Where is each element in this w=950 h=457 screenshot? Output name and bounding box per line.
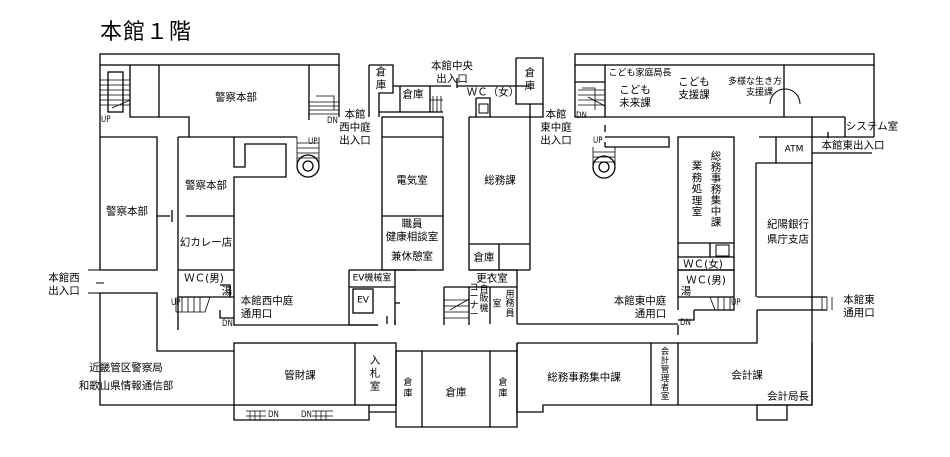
room-janitor: 用 務 員 bbox=[505, 289, 515, 319]
stair-dn-marker: DN bbox=[576, 111, 587, 121]
entrance-west-courtyard-service[interactable]: 本館西中庭 通用口 bbox=[240, 294, 294, 320]
room-wc-men-west: ＷＣ(男) bbox=[184, 272, 224, 285]
room-children-director: こども家庭局長 bbox=[608, 68, 672, 79]
entrance-central[interactable]: 本館中央 出入口 bbox=[431, 59, 473, 85]
entrance-east-service[interactable]: 本館東 通用口 bbox=[843, 293, 875, 319]
room-kinki: 近畿管区警察局和歌山県情報通信部 bbox=[79, 360, 174, 396]
room-storage-c3: 倉 庫 bbox=[524, 66, 536, 92]
room-curry-shop: 幻カレー店 bbox=[179, 236, 233, 249]
room-wc-women-center: ＷＣ（女） bbox=[466, 86, 520, 99]
room-hot-water-east: 湯 bbox=[680, 285, 692, 298]
stair-up-marker: UP bbox=[593, 136, 603, 146]
room-storage-c4: 倉庫 bbox=[473, 251, 495, 264]
room-storage-b1: 倉 庫 bbox=[403, 377, 413, 399]
entrance-east-courtyard[interactable]: 本館 東中庭 出入口 bbox=[540, 108, 572, 147]
page-title: 本館１階 bbox=[100, 20, 193, 45]
room-electric: 電気室 bbox=[396, 174, 428, 187]
vending-machines: 自 販 機 bbox=[479, 284, 489, 314]
room-police-hq-left: 警察本部 bbox=[106, 205, 148, 218]
stair-up-marker: UP bbox=[171, 298, 181, 308]
room-storage-b3: 倉 庫 bbox=[498, 377, 508, 399]
room-storage-c1: 倉 庫 bbox=[375, 65, 387, 91]
room-police-hq-top: 警察本部 bbox=[215, 91, 257, 104]
room-gen-admin-center-vertical: 総 務 事 務 集 中 課 bbox=[710, 150, 722, 229]
room-hot-water-west: 湯 bbox=[221, 285, 233, 298]
center-wing bbox=[348, 57, 678, 326]
room-business-processing: 業 務 処 理 室 bbox=[691, 160, 703, 219]
room-diverse-life: 多様な生き方 支援課 bbox=[727, 76, 783, 98]
room-storage-c2: 倉庫 bbox=[402, 88, 424, 101]
room-general-affairs: 総務課 bbox=[484, 174, 516, 187]
entrance-west-courtyard[interactable]: 本館 西中庭 出入口 bbox=[339, 108, 371, 147]
room-health: 職員 健康相談室 bbox=[385, 217, 439, 243]
stair-dn-marker: DN bbox=[680, 318, 691, 328]
stair-up-marker: UP bbox=[731, 298, 741, 308]
stair-up-marker: UP bbox=[101, 115, 111, 125]
atm: ATM bbox=[784, 144, 804, 155]
room-property: 管財課 bbox=[284, 369, 316, 382]
entrance-east[interactable]: 本館東出入口 bbox=[821, 139, 885, 152]
room-storage-b2: 倉庫 bbox=[445, 386, 467, 399]
south-wing bbox=[233, 269, 833, 428]
room-gen-admin-center: 総務事務集中課 bbox=[547, 371, 621, 384]
room-bank: 紀陽銀行 県庁支店 bbox=[767, 218, 809, 245]
room-accounting-director: 会計局長 bbox=[767, 390, 809, 403]
elevator[interactable]: EV bbox=[357, 295, 369, 306]
entrance-west[interactable]: 本館西 出入口 bbox=[48, 271, 80, 297]
entrance-east-courtyard-service[interactable]: 本館東中庭 通用口 bbox=[613, 294, 667, 320]
room-accounting-manager: 会 計 管 理 者 室 bbox=[660, 347, 670, 402]
room-ev-machine: EV機械室 bbox=[352, 273, 392, 284]
stair-dn-marker: DN bbox=[301, 410, 312, 420]
kinki-label: 近畿管区警察局 bbox=[89, 362, 163, 375]
room-wc-women-east: ＷＣ(女) bbox=[683, 258, 723, 271]
room-system: システム室 bbox=[845, 120, 899, 133]
stair-dn-marker: DN bbox=[268, 410, 279, 420]
vending-corner: コ ー ナ ー bbox=[469, 283, 479, 320]
room-lounge: 兼休憩室 bbox=[391, 250, 433, 263]
room-police-hq-mid: 警察本部 bbox=[185, 179, 227, 192]
stair-dn-marker: DN bbox=[222, 319, 233, 329]
room-locker: 更衣室 bbox=[476, 272, 508, 285]
room-accounting: 会計課 bbox=[731, 369, 763, 382]
wakayama-info-label: 和歌山県情報通信部 bbox=[78, 380, 174, 392]
room-children-support: こども 支援課 bbox=[678, 75, 710, 101]
room-bidding: 入 札 室 bbox=[369, 354, 381, 393]
room-wc-men-east: ＷＣ(男) bbox=[686, 274, 726, 287]
stair-dn-marker: DN bbox=[327, 116, 338, 126]
stair-up-marker: UP bbox=[308, 137, 318, 147]
janitor-room-suffix: 室 bbox=[492, 299, 502, 310]
room-children-future: こども 未来課 bbox=[619, 83, 651, 109]
west-wing bbox=[88, 53, 378, 406]
